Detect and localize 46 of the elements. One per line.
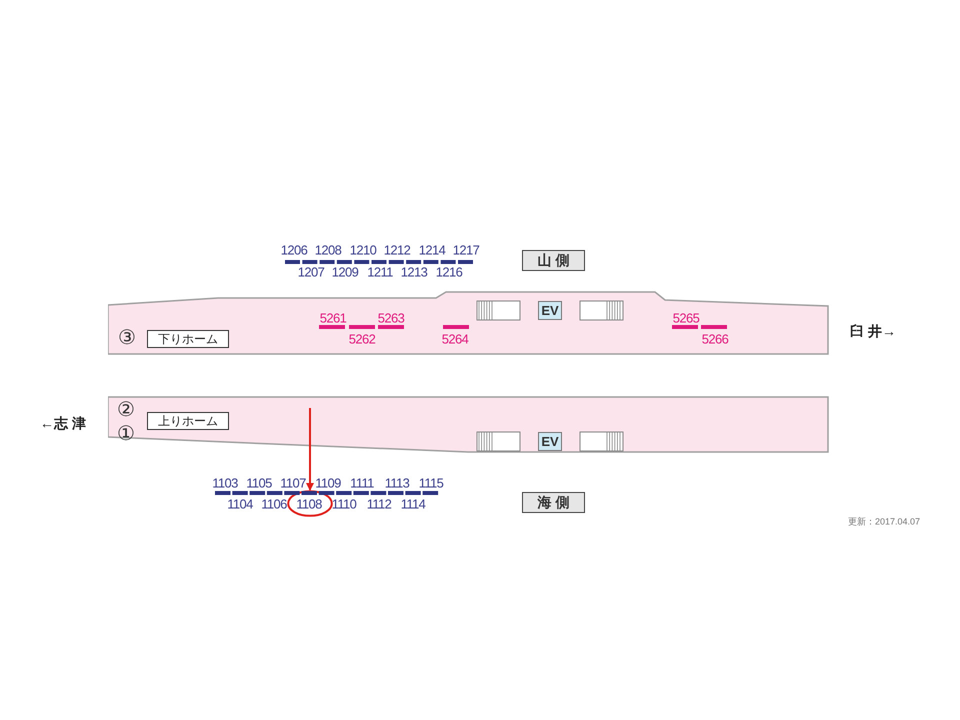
side-sign: 海 側 (522, 492, 585, 513)
arrow (306, 408, 314, 491)
car-number: 1114 (400, 498, 426, 510)
car-number: 1113 (384, 476, 410, 490)
car-number: 1206 (280, 244, 308, 256)
car-number: 1216 (436, 266, 462, 278)
car-number: 1107 (280, 476, 306, 490)
platform-band (108, 290, 830, 356)
car-number: 1208 (314, 244, 342, 256)
elevator-sign: EV (538, 432, 562, 451)
car-number: 1108 (296, 498, 322, 510)
car-number: 1105 (246, 476, 272, 490)
car-number: 1109 (315, 476, 341, 490)
direction-label: 臼 井→ (850, 324, 896, 338)
car-number: 1106 (261, 498, 287, 510)
track-number: ③ (118, 328, 136, 348)
elevator-sign: EV (538, 301, 562, 320)
car-number: 1212 (384, 244, 410, 256)
car-number: 1111 (350, 476, 374, 490)
car-number: 1104 (227, 498, 253, 510)
car-number: 1211 (367, 266, 393, 278)
car-number: 5265 (672, 312, 700, 324)
platform-sign: 下りホーム (147, 330, 229, 348)
car-number: 5264 (442, 332, 468, 346)
car-number: 5261 (320, 312, 346, 324)
car-number: 5263 (378, 312, 404, 324)
direction-label: ←志 津 (40, 416, 86, 430)
car-number: 1214 (418, 244, 446, 256)
track-number: ② (117, 400, 135, 420)
highlight-circle (287, 490, 333, 517)
platform-band (108, 396, 830, 454)
track-number: ① (117, 424, 135, 444)
car-number: 1213 (400, 266, 428, 278)
side-sign: 山 側 (522, 250, 585, 271)
car-number: 1103 (212, 476, 238, 490)
update-note: 更新：2017.04.07 (848, 518, 920, 526)
car-number: 1217 (452, 244, 480, 256)
car-number: 5262 (348, 332, 376, 346)
platform-sign: 上りホーム (147, 412, 229, 430)
car-number: 1209 (332, 266, 358, 278)
car-number: 1207 (298, 266, 324, 278)
car-number: 5266 (702, 332, 728, 346)
car-number: 1110 (332, 498, 356, 510)
car-number: 1210 (350, 244, 376, 256)
car-number: 1115 (418, 476, 444, 490)
car-number: 1112 (366, 498, 392, 510)
